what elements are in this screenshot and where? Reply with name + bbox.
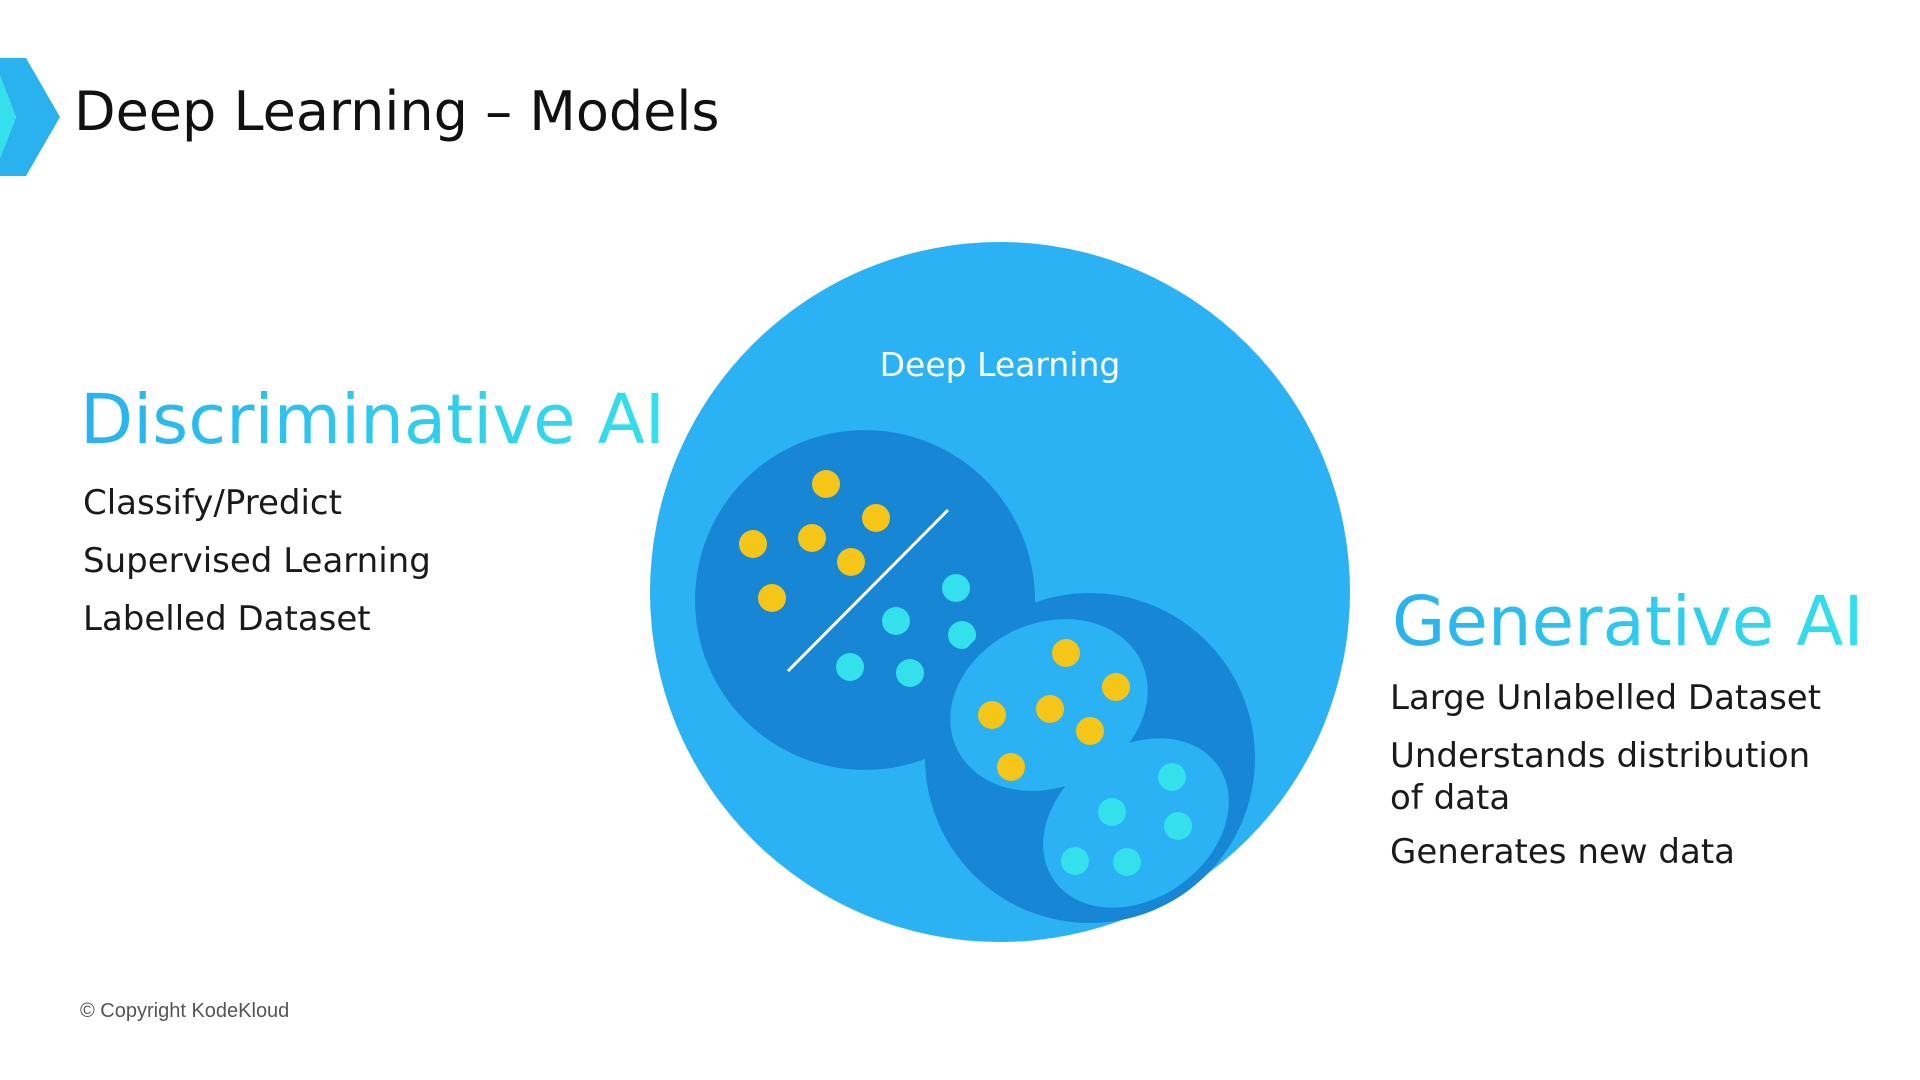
discriminative-yellow-dots — [739, 470, 890, 612]
cyan-dot — [1164, 812, 1192, 840]
deep-learning-label: Deep Learning — [880, 345, 1121, 384]
discriminative-ai-points: Classify/Predict Supervised Learning Lab… — [83, 482, 431, 656]
discriminative-cyan-dots — [836, 574, 976, 687]
cyan-dot — [1061, 847, 1089, 875]
copyright-notice: © Copyright KodeKloud — [80, 1000, 290, 1022]
cyan-dot — [882, 607, 910, 635]
yellow-dot — [1036, 695, 1064, 723]
yellow-dot — [1076, 717, 1104, 745]
cyan-dot — [1098, 798, 1126, 826]
cyan-dot — [948, 621, 976, 649]
generative-ai-points: Large Unlabelled Dataset Understands dis… — [1390, 677, 1830, 889]
discriminative-ai-heading: Discriminative AI — [80, 380, 666, 460]
yellow-dot — [812, 470, 840, 498]
cyan-dot — [896, 659, 924, 687]
yellow-dot — [739, 530, 767, 558]
yellow-dot — [837, 548, 865, 576]
page-title: Deep Learning – Models — [74, 80, 720, 143]
chevron-logo-icon — [0, 58, 60, 176]
yellow-dot — [862, 504, 890, 532]
generative-point: Generates new data — [1390, 832, 1735, 872]
cyan-dot — [1158, 763, 1186, 791]
yellow-dot — [1052, 639, 1080, 667]
generative-point: Large Unlabelled Dataset — [1390, 678, 1822, 718]
generative-cyan-dots — [1061, 763, 1192, 876]
generative-ai-heading: Generative AI — [1392, 582, 1864, 662]
cyan-dot — [1113, 848, 1141, 876]
yellow-dot — [798, 524, 826, 552]
yellow-dot — [758, 584, 786, 612]
discriminative-point: Supervised Learning — [83, 541, 431, 581]
discriminative-point: Labelled Dataset — [83, 599, 371, 639]
yellow-dot — [1102, 673, 1130, 701]
yellow-dot — [978, 701, 1006, 729]
generative-point: Understands distribution of data — [1390, 736, 1811, 818]
yellow-dot — [997, 753, 1025, 781]
cyan-dot — [836, 653, 864, 681]
cyan-dot — [942, 574, 970, 602]
decision-boundary-line — [786, 508, 950, 673]
generative-yellow-dots — [978, 639, 1130, 781]
discriminative-point: Classify/Predict — [83, 483, 342, 523]
